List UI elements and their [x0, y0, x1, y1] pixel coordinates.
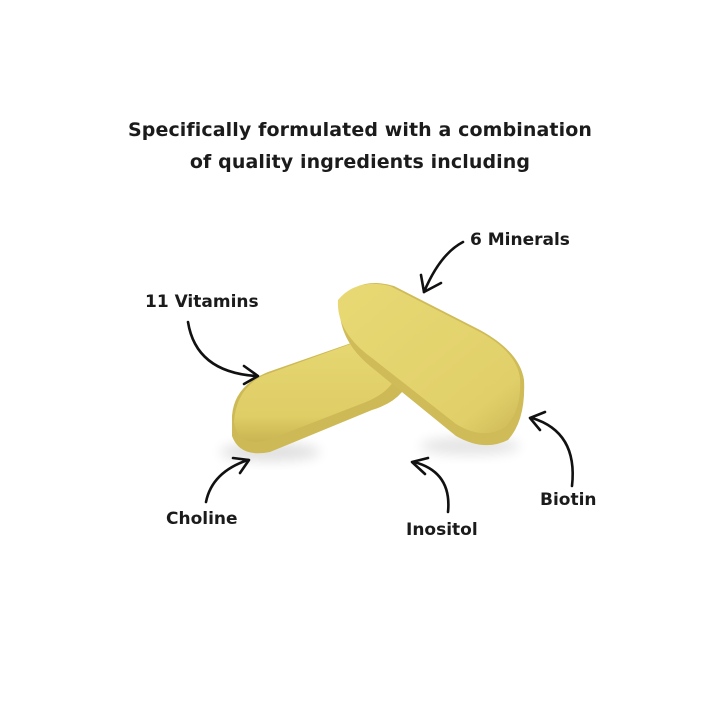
arrow-icon-choline: [204, 456, 251, 504]
label-vitamins: 11 Vitamins: [145, 292, 259, 312]
tablet-right: [337, 283, 525, 446]
label-choline: Choline: [166, 509, 238, 529]
arrow-icon-biotin: [528, 410, 574, 488]
arrow-icon-inositol: [410, 456, 450, 514]
arrow-icon-vitamins: [186, 320, 260, 386]
headline-line-1: Specifically formulated with a combinati…: [127, 119, 593, 141]
arrow-icon-minerals: [419, 240, 465, 294]
label-biotin: Biotin: [540, 490, 597, 510]
label-minerals: 6 Minerals: [470, 230, 570, 250]
tablet-left: [232, 338, 402, 454]
headline-line-2: of quality ingredients including: [189, 151, 531, 173]
label-inositol: Inositol: [406, 520, 478, 540]
headline: Specifically formulated with a combinati…: [0, 114, 720, 178]
